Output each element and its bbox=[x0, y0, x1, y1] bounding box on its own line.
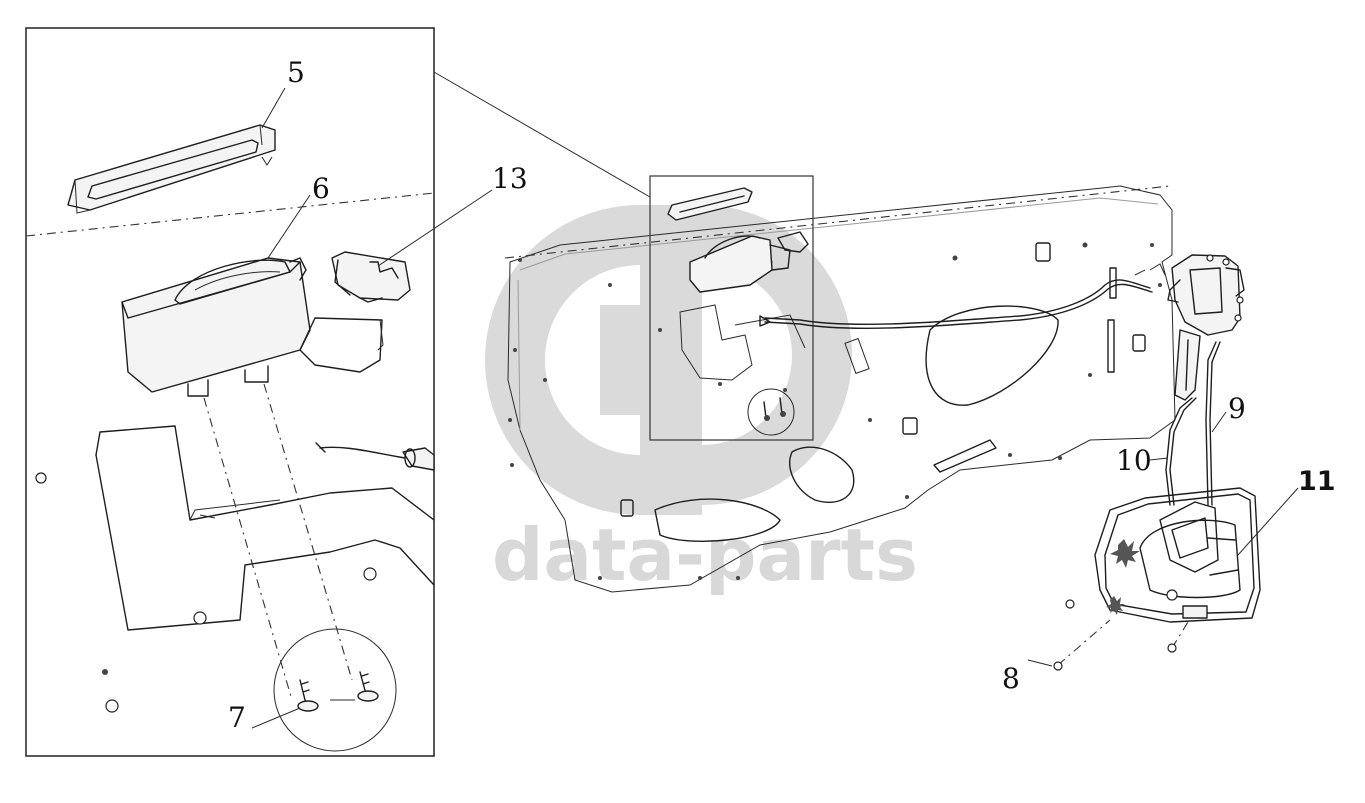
door-lock-assembly bbox=[1134, 254, 1245, 401]
leader-10 bbox=[1149, 457, 1169, 461]
panel-trim-line bbox=[504, 185, 1171, 259]
leader-6 bbox=[267, 194, 311, 259]
callout-11: 11 bbox=[1298, 466, 1336, 497]
part-11-outside-handle bbox=[1094, 487, 1261, 623]
leader-11 bbox=[1237, 487, 1299, 556]
watermark: data-parts bbox=[485, 205, 918, 597]
detail-link-line bbox=[433, 71, 651, 198]
part-8-nuts bbox=[1053, 599, 1189, 671]
bottom-cutout bbox=[654, 498, 781, 543]
detail-cable-end bbox=[315, 442, 435, 471]
part-6-handle-housing bbox=[121, 257, 384, 397]
screw-guide-left bbox=[203, 397, 293, 701]
lower-cutout bbox=[789, 446, 855, 504]
locator-frame bbox=[649, 175, 814, 441]
screw-detail-circle bbox=[273, 628, 397, 752]
leader-13 bbox=[377, 189, 493, 267]
part-5-bezel bbox=[67, 124, 276, 214]
part-13-actuator bbox=[331, 251, 411, 303]
callout-9: 9 bbox=[1228, 392, 1246, 425]
detail-door-panel bbox=[35, 425, 435, 713]
screw-guide-right bbox=[263, 383, 353, 681]
lock-rods bbox=[1165, 341, 1221, 506]
leader-8 bbox=[1027, 659, 1053, 667]
trim-line bbox=[25, 192, 435, 237]
detail-frame bbox=[25, 27, 435, 757]
callout-7: 7 bbox=[228, 701, 246, 734]
large-cutout bbox=[925, 305, 1059, 406]
leader-7 bbox=[251, 707, 301, 729]
leader-9 bbox=[1211, 411, 1227, 433]
callout-5: 5 bbox=[287, 56, 305, 89]
leader-5 bbox=[261, 87, 286, 129]
part-7-screws bbox=[273, 628, 397, 752]
callout-6: 6 bbox=[312, 172, 330, 205]
latch-cable bbox=[759, 279, 1153, 329]
callout-13: 13 bbox=[492, 162, 528, 195]
watermark-text: data-parts bbox=[492, 513, 918, 597]
detail-panel: 5 6 13 7 bbox=[25, 27, 528, 757]
door-inner-panel bbox=[504, 185, 1176, 593]
callout-8: 8 bbox=[1002, 662, 1020, 695]
callout-10: 10 bbox=[1116, 444, 1152, 477]
